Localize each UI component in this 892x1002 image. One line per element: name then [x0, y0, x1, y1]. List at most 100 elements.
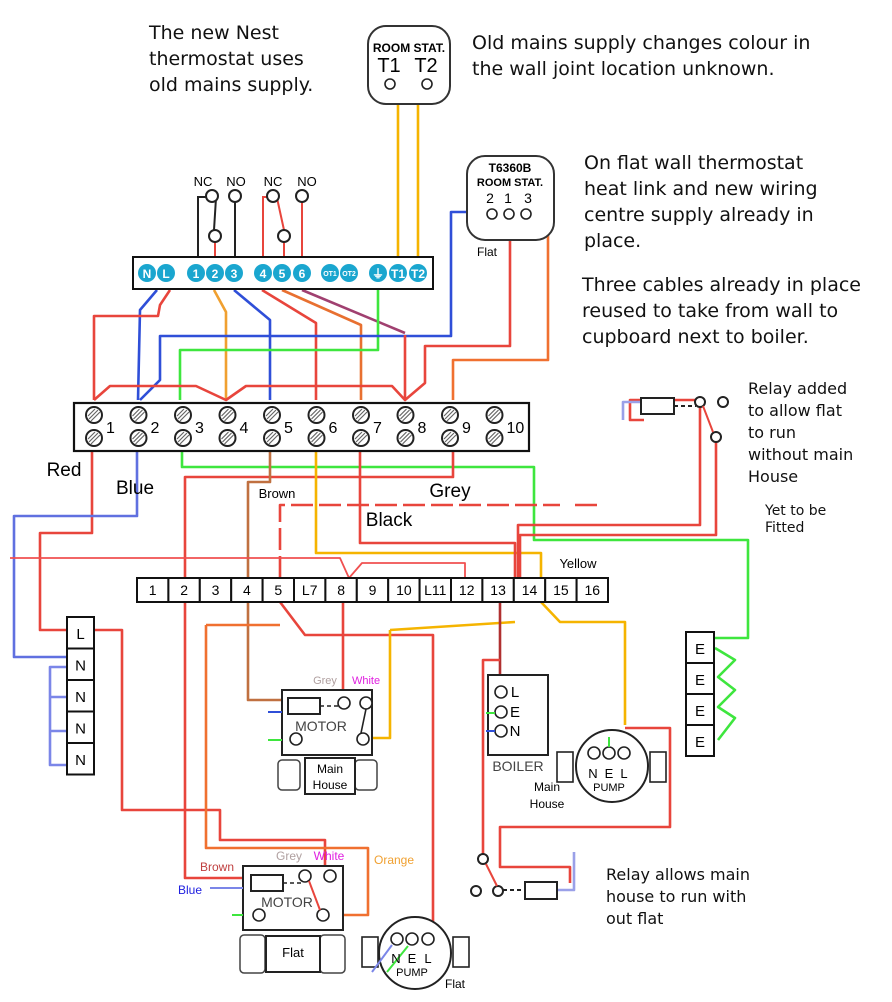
heatlink-terminal: [138, 264, 156, 282]
heatlink-terminal-label: OT2: [342, 271, 356, 278]
junction-screw-icon: [485, 429, 504, 447]
flat-motor-white-label: White: [314, 849, 345, 863]
wire-red-l7-top: [10, 557, 466, 579]
flat-pump-terminal-e: E: [408, 951, 417, 966]
heatlink-terminal-label: N: [143, 267, 152, 281]
screw-hatch: [354, 431, 368, 445]
wiring-centre-terminal-label: L11: [424, 582, 447, 598]
heatlink-terminal: [273, 264, 291, 282]
flat-motor: MOTOR Flat Brown Blue Grey White Orange: [178, 849, 414, 974]
junction-terminal-label: 7: [373, 420, 382, 437]
wire-earth-chain: [714, 646, 737, 741]
heatlink-terminal: [293, 264, 311, 282]
screw-hatch: [488, 431, 501, 445]
main-pump-terminal-n: N: [588, 766, 597, 781]
room-stat-main: ROOM STAT. T1 T2: [367, 25, 451, 105]
flat-stat-label: Flat: [477, 245, 498, 259]
earth-terminal-label: E: [695, 672, 705, 689]
wire-relay2-blue: [556, 852, 576, 892]
room-stat-t2-label: T2: [414, 55, 437, 77]
wiring-centre-terminal-label: 5: [274, 582, 282, 598]
wiring-centre-terminal: [167, 577, 201, 603]
relay-label-nc-1: NC: [194, 174, 213, 189]
room-stat-t1-label: T1: [377, 55, 400, 77]
heatlink-terminal: [157, 264, 175, 282]
wire-red-5-down: [278, 601, 435, 930]
junction-screw-icon: [307, 406, 326, 424]
junction-screw-icon: [396, 429, 415, 447]
flat-stat-terminal-2: 2: [486, 190, 494, 206]
wire-grey-dash: [278, 503, 600, 578]
wire-brown: [246, 452, 272, 578]
wiring-centre-terminal: [261, 577, 296, 603]
wire-relay2-red: [481, 658, 500, 855]
wire-pump-l-red: [498, 726, 672, 883]
wire-label-grey: Grey: [429, 481, 471, 502]
wire-yellow-6: [314, 452, 543, 578]
screw-hatch: [87, 408, 101, 422]
wire-3-blue: [233, 289, 272, 400]
earth-terminal: [685, 724, 715, 757]
heatlink-terminal: [409, 264, 427, 282]
junction-terminal-label: 5: [284, 420, 293, 437]
main-pump-terminal-l: L: [620, 766, 627, 781]
junction-screw-icon: [129, 429, 148, 447]
main-valve-label-2: House: [313, 778, 348, 792]
heatlink-relays: [197, 189, 309, 258]
note-nest-mains: The new Nest thermostat uses old mains s…: [149, 22, 314, 96]
wire-green-3: [180, 452, 750, 640]
relay-flat: [640, 396, 729, 443]
wiring-centre-terminal-label: 10: [396, 582, 412, 598]
wire-black-7: [358, 452, 517, 578]
heatlink-terminal-label: T1: [391, 267, 405, 281]
mains-terminal: [66, 742, 95, 776]
room-stat-flat: T6360B ROOM STAT. 2 1 3 Flat: [466, 155, 555, 259]
mains-terminal-label: N: [75, 721, 86, 738]
junction-terminal-label: 2: [151, 420, 160, 437]
heatlink-terminal-label: OT1: [323, 271, 337, 278]
wire-n-blue: [136, 289, 158, 401]
note-relay-added: Relay added to allow flat to run without…: [748, 379, 854, 486]
main-motor-title: MOTOR: [295, 718, 347, 734]
wiring-centre-terminal-label: 4: [243, 582, 251, 598]
junction-screw-icon: [307, 429, 326, 447]
screw-hatch: [265, 408, 279, 422]
junction-screw-icon: [441, 406, 459, 424]
wiring-centre-terminal: [355, 577, 390, 603]
note-relay-allows: Relay allows main house to run with out …: [606, 865, 751, 928]
junction-screw-icon: [485, 406, 504, 424]
wire-5-orange: [281, 288, 363, 400]
flat-motor-orange-label: Orange: [374, 853, 414, 867]
screw-hatch: [399, 431, 412, 445]
wire-label-yellow: Yellow: [559, 556, 597, 571]
screw-hatch: [443, 431, 457, 445]
flat-motor-brown-label: Brown: [200, 860, 234, 874]
wire-brown-4-down: [246, 602, 282, 702]
wire-red-bus: [93, 335, 407, 402]
main-motor-white-label: White: [352, 675, 380, 687]
flat-stat-title: ROOM STAT.: [477, 177, 543, 189]
wire-red-mains-l: [95, 628, 327, 870]
wire-red-1: [38, 452, 94, 632]
screw-hatch: [221, 408, 234, 422]
relay-main-house: [470, 853, 558, 900]
junction-screw-icon: [352, 429, 370, 447]
screw-hatch: [310, 431, 323, 445]
main-pump-label-2: House: [530, 797, 565, 811]
relay-label-nc-2: NC: [264, 174, 283, 189]
wire-red-2-down: [183, 602, 250, 880]
wiring-centre-terminal-label: 13: [490, 582, 506, 598]
heatlink-terminal-label: 6: [299, 267, 306, 281]
wire-label-blue: Blue: [116, 478, 154, 499]
wiring-centre-terminal: [450, 577, 484, 603]
wire-label-brown: Brown: [259, 486, 296, 501]
boiler-terminal-e: E: [510, 704, 520, 721]
heatlink-terminal: [321, 264, 339, 282]
main-pump: N E L PUMP Main House: [530, 729, 667, 811]
wire-label-black: Black: [366, 510, 413, 531]
junction-screw-icon: [352, 406, 370, 424]
